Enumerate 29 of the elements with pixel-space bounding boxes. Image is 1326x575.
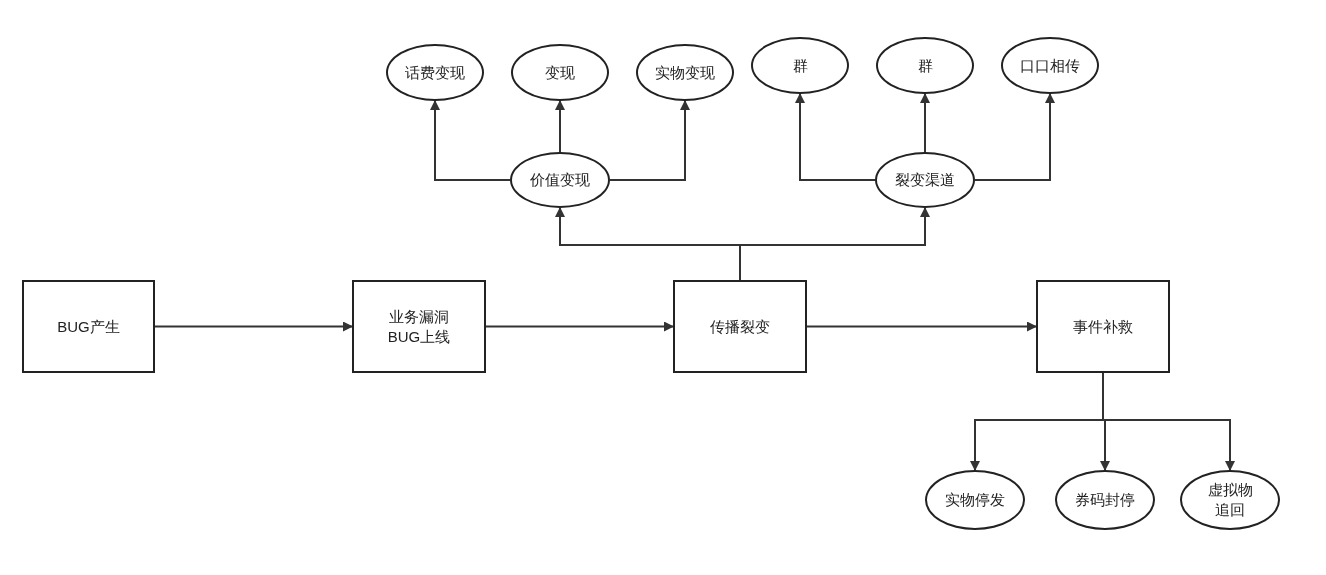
node-label: 话费变现 [405,62,465,83]
arrow [920,93,930,153]
node-label: 实物变现 [655,62,715,83]
arrow [555,100,565,153]
arrow [795,93,876,181]
process-box [352,280,486,373]
node-label: 虚拟物追回 [1206,480,1254,520]
node-label: 群 [917,55,933,76]
node-label: 变现 [545,62,575,83]
process-box [22,280,155,373]
node-label: 实物停发 [945,490,1005,510]
node-label: 口口相传 [1020,55,1080,76]
arrow [154,321,353,332]
process-box [673,280,807,373]
node-label: 事件补救 [1073,316,1133,337]
process-box [1036,280,1170,373]
node-label: BUG产生 [57,316,120,337]
node-label: 裂变渠道 [895,170,955,190]
arrow [974,93,1055,181]
arrow [485,321,674,332]
arrow [430,100,511,181]
node-label: 价值变现 [530,170,590,190]
node-label: BUG上线 [387,326,451,347]
node-label: 业务漏洞 [389,306,449,327]
node-label: 券码封停 [1075,490,1135,510]
node-label: 群 [792,55,808,76]
arrow [806,321,1037,332]
node-label: 传播裂变 [710,316,770,337]
arrow [609,100,690,181]
